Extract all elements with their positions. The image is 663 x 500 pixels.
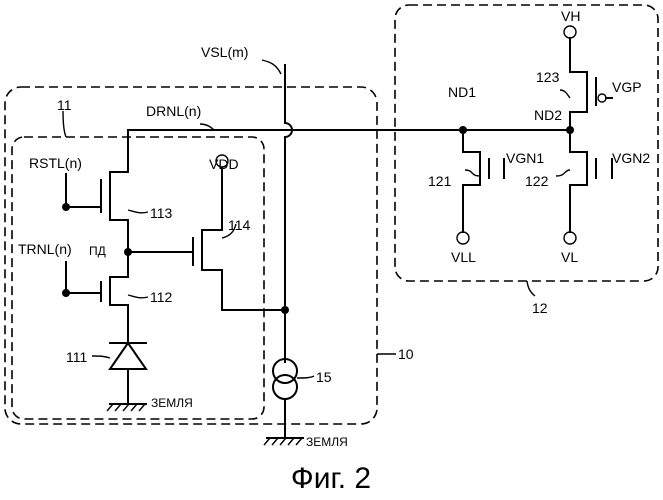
ground-main-hatch (264, 438, 302, 445)
vsl-output-node (281, 306, 289, 314)
ref-12-leader (527, 281, 535, 296)
vl-terminal (564, 232, 576, 244)
ref-122-label: 122 (525, 173, 549, 189)
transistor-123-bubble (598, 94, 606, 102)
vdd-label: VDD (209, 156, 239, 172)
vgn1-label: VGN1 (506, 150, 544, 166)
vh-label: VH (561, 8, 580, 24)
ref-112-label: 112 (150, 289, 173, 305)
ref-11-leader (63, 111, 66, 137)
transistor-114-channel (202, 168, 285, 310)
ref-111-leader (92, 356, 110, 358)
ground-pixel-hatch (107, 404, 145, 411)
drnl-label: DRNL(n) (146, 103, 201, 119)
ref-121-label: 121 (428, 173, 452, 189)
ref-12-label: 12 (532, 300, 548, 316)
ref-112-leader (128, 295, 148, 298)
vsl-leader (262, 60, 281, 74)
vll-terminal (457, 232, 469, 244)
trnl-node (62, 289, 70, 297)
ground-main-label: ЗЕМЛЯ (306, 435, 348, 449)
ref-122-leader (556, 170, 570, 176)
block-12-outline (395, 5, 658, 281)
ref-113-leader (128, 210, 148, 213)
rstl-node (62, 203, 70, 211)
pd-label: ПД (89, 244, 106, 258)
ref-11-label: 11 (57, 97, 72, 113)
current-source-lower (273, 375, 297, 399)
ground-pixel-label: ЗЕМЛЯ (151, 396, 193, 410)
rstl-gate-wire (66, 174, 101, 207)
vh-terminal (564, 26, 576, 38)
ref-15-label: 15 (316, 369, 332, 385)
ref-113-label: 113 (150, 205, 173, 221)
ref-111-label: 111 (66, 349, 87, 365)
photodiode-triangle (110, 343, 146, 369)
transistor-121-channel (463, 130, 480, 232)
ref-114-label: 114 (228, 217, 251, 233)
transistor-123-channel (570, 38, 587, 130)
trnl-label: TRNL(n) (18, 241, 72, 257)
transistor-122-channel (570, 130, 587, 232)
transistor-113-channel (110, 172, 128, 252)
transistor-112-channel (110, 252, 128, 332)
block-11-outline (12, 137, 264, 419)
nd1-label: ND1 (448, 84, 476, 100)
figure-caption: Фиг. 2 (291, 462, 371, 495)
nd2-label: ND2 (534, 107, 562, 123)
vsl-label: VSL(m) (201, 44, 248, 60)
ref-15-leader (297, 376, 314, 378)
vl-label: VL (561, 249, 578, 265)
vgp-label: VGP (612, 79, 642, 95)
ref-123-label: 123 (536, 69, 560, 85)
ref-123-leader (560, 90, 570, 98)
ref-10-label: 10 (398, 346, 414, 362)
trnl-gate-wire (66, 262, 101, 293)
vgn2-label: VGN2 (612, 150, 650, 166)
rstl-label: RSTL(n) (29, 155, 82, 171)
vll-label: VLL (451, 249, 476, 265)
ref-121-leader (465, 170, 480, 176)
